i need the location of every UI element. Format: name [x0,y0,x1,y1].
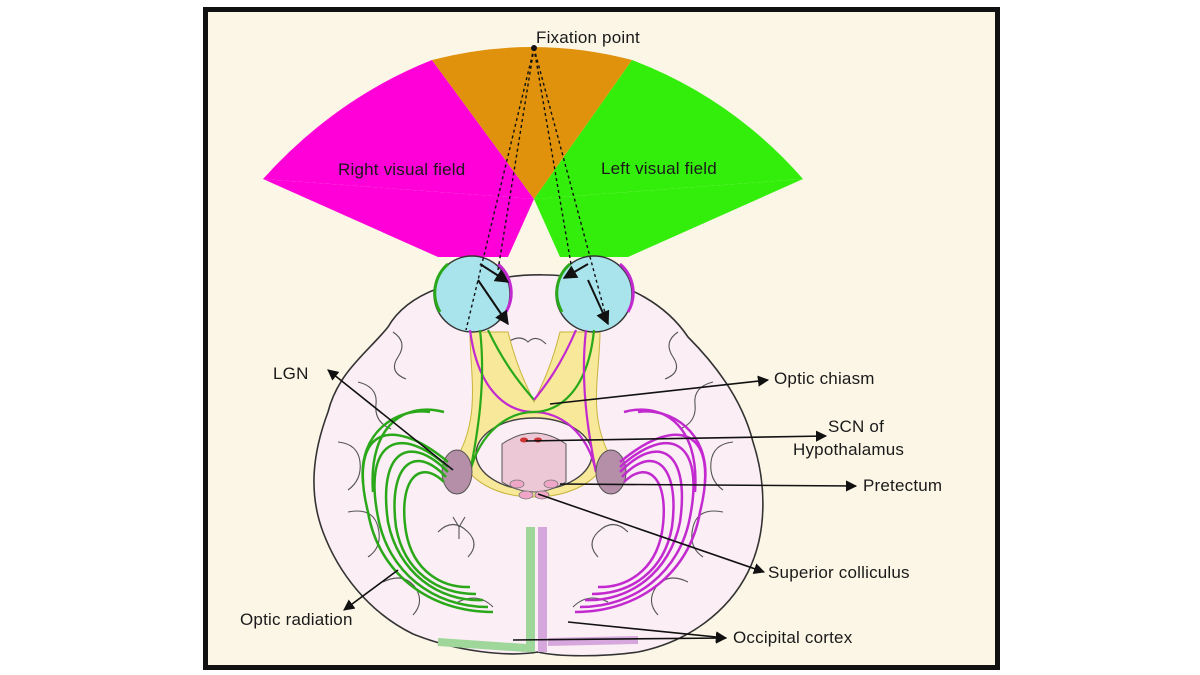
scn-nucleus-left [520,437,528,443]
optic-nerve-fibers [468,329,598,473]
right-occipital-strip [538,527,547,652]
lgn-label: LGN [273,364,309,383]
image-arrows [477,263,610,326]
brainstem [501,432,567,493]
left-visual-field-sector [534,60,803,199]
left-occipital-strip [526,527,535,652]
scn-label-line2: Hypothalamus [793,440,905,459]
pretectum-nucleus-left [509,479,525,489]
optic-radiation-label: Optic radiation [240,610,353,629]
optic-chiasm-label: Optic chiasm [774,369,875,388]
superior-colliculus-left [518,490,534,500]
pretectum-nucleus-right [543,479,559,489]
diagram-frame: Fixation point Right visual field Left v… [203,7,1000,670]
right-visual-field-sector [263,60,534,199]
label-arrows [327,369,858,644]
pretectum-label: Pretectum [863,476,943,495]
superior-colliculus-label: Superior colliculus [768,563,910,582]
scn-label-line1: SCN of [828,417,884,436]
right-visual-field-label: Right visual field [338,160,466,179]
fixation-point-label: Fixation point [536,28,640,47]
binocular-overlap-sector [432,47,632,199]
left-field-lower-wedge [534,179,803,257]
magenta-optic-radiation [574,408,707,614]
right-field-lower-wedge [263,179,534,257]
left-visual-field-label: Left visual field [601,159,717,178]
visual-pathway-diagram [263,45,858,657]
fixation-point-dot [531,45,537,51]
visual-field-fan [263,47,803,257]
right-eye [433,255,513,333]
sight-lines [465,47,609,331]
occipital-cortex-label: Occipital cortex [733,628,853,647]
